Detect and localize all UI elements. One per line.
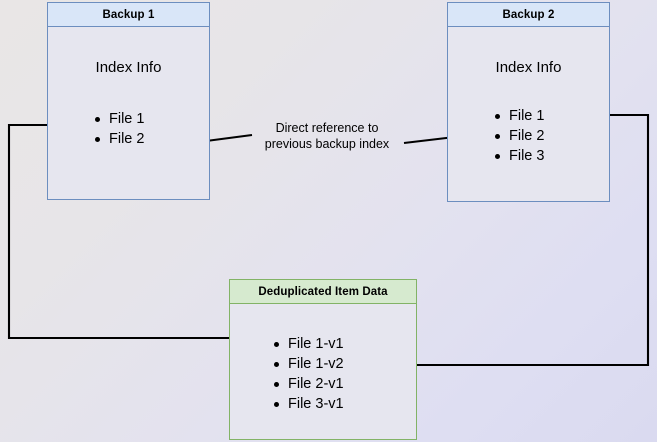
list-item: File 2	[93, 129, 144, 149]
list-item: File 3	[493, 146, 544, 166]
list-item: File 1-v1	[272, 334, 344, 354]
list-item: File 2-v1	[272, 374, 344, 394]
dedupe-header: Deduplicated Item Data	[230, 280, 416, 304]
list-item: File 2	[493, 126, 544, 146]
edge-label-line1: Direct reference to	[275, 121, 379, 135]
backup1-header: Backup 1	[48, 3, 209, 27]
list-item: File 1-v2	[272, 354, 344, 374]
list-item: File 1	[93, 109, 144, 129]
dedupe-file-list: File 1-v1 File 1-v2 File 2-v1 File 3-v1	[272, 334, 344, 414]
backup2-file-list: File 1 File 2 File 3	[493, 106, 544, 166]
backup1-index-info-label: Index Info	[95, 59, 162, 76]
backup2-header: Backup 2	[448, 3, 609, 27]
backup2-index-info-label: Index Info	[495, 59, 562, 76]
dedupe-body: File 1-v1 File 1-v2 File 2-v1 File 3-v1	[230, 304, 416, 439]
list-item: File 1	[493, 106, 544, 126]
edge-label-line2: previous backup index	[264, 137, 390, 151]
deduplicated-item-data-node[interactable]: Deduplicated Item Data File 1-v1 File 1-…	[229, 279, 417, 440]
backup2-body: Index Info File 1 File 2 File 3	[448, 27, 609, 201]
backup1-file-list: File 1 File 2	[93, 109, 144, 149]
backup1-body: Index Info File 1 File 2	[48, 27, 209, 199]
list-item: File 3-v1	[272, 394, 344, 414]
backup1-node[interactable]: Backup 1 Index Info File 1 File 2	[47, 2, 210, 200]
edge-label-direct-reference: Direct reference to previous backup inde…	[252, 120, 402, 152]
backup2-node[interactable]: Backup 2 Index Info File 1 File 2 File 3	[447, 2, 610, 202]
